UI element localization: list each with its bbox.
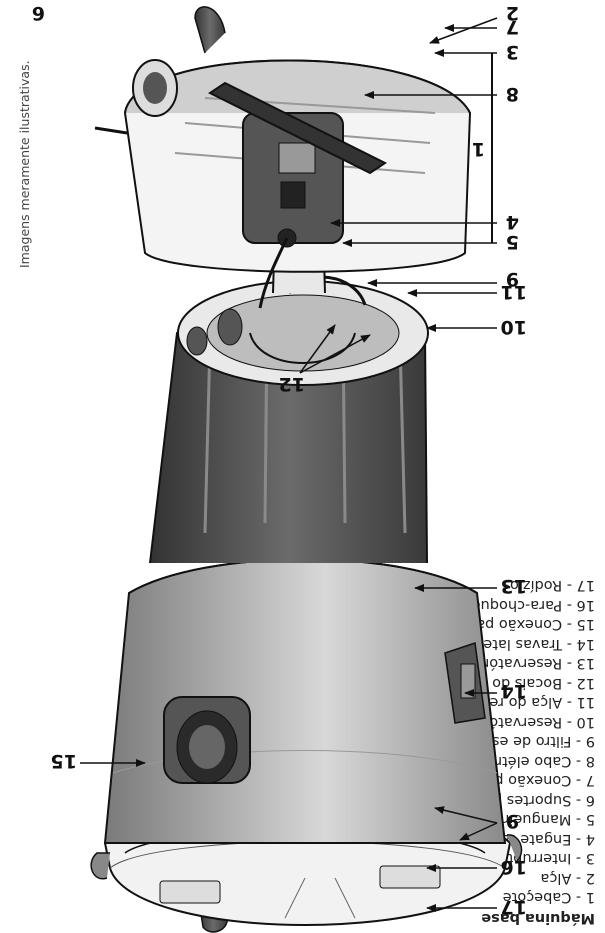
callout-2: 2 [506, 2, 519, 24]
blower-connection [132, 59, 178, 117]
callout-arrows [80, 17, 498, 912]
cord-hook-right [506, 834, 523, 862]
callout-7: 7 [506, 16, 519, 38]
suction-hose [258, 237, 289, 309]
vacuum-hose-inlet [163, 696, 251, 784]
callout-9-top: 9 [506, 810, 519, 832]
callout-11: 11 [501, 281, 527, 303]
power-cord-stub [94, 126, 128, 135]
callout-3: 3 [506, 41, 519, 63]
callout-12: 12 [279, 373, 305, 395]
callout-14: 14 [501, 680, 527, 702]
callout-10: 10 [501, 316, 527, 338]
callout-15: 15 [51, 750, 77, 772]
callout-1: 1 [472, 138, 485, 160]
callout-4: 4 [506, 211, 519, 233]
clean-water-reservoir [149, 280, 429, 564]
callout-16: 16 [501, 856, 527, 878]
dirt-water-tank [103, 558, 507, 844]
carry-handle [208, 81, 387, 175]
cord-hook-bottom [194, 6, 226, 54]
callout-13: 13 [501, 575, 527, 597]
cord-hook-left [90, 852, 110, 880]
callout-5: 5 [506, 231, 519, 253]
callout-6: 6 [32, 2, 45, 24]
clean-water-nozzles [186, 308, 243, 356]
callout-9-bottom: 9 [506, 268, 519, 290]
callout-8: 8 [506, 83, 519, 105]
callout-17: 17 [501, 896, 527, 918]
